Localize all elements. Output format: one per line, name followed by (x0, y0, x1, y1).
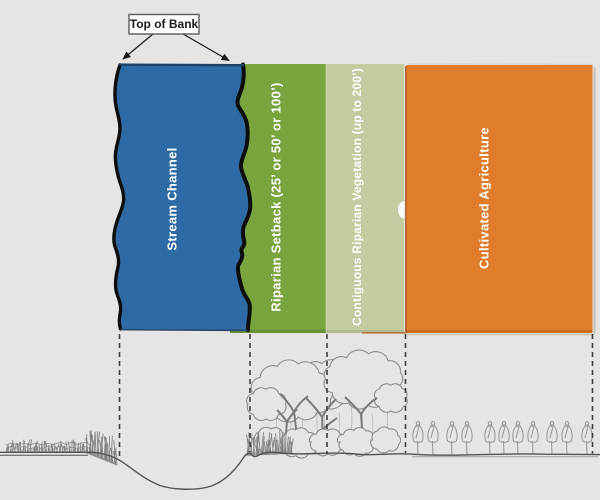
callout-box (128, 13, 200, 35)
band-label-cultivated-agriculture: Cultivated Agriculture (476, 127, 491, 269)
callout-arrow-right (182, 33, 230, 62)
stream-right-bank-edge (235, 62, 253, 332)
band-label-contiguous-vegetation: Contiguous Riparian Vegetation (up to 20… (350, 68, 364, 326)
white-notch (397, 200, 406, 220)
ground-profile (0, 451, 600, 490)
bank-grass-left (85, 430, 118, 466)
callout-arrow-left (122, 33, 154, 60)
band-cultivated-agriculture-shadow (406, 330, 593, 333)
stream-bottom-edge (120, 328, 248, 332)
bush (370, 426, 402, 454)
band-label-riparian-setback: Riparian Setback (25’ or 50’ or 100’) (268, 82, 283, 311)
bank-grass-right (246, 430, 294, 457)
plan-view-bands (112, 62, 596, 336)
stream-left-bank-edge (112, 63, 126, 331)
tree-canopy-small-left (246, 387, 287, 422)
band-cultivated-agriculture (406, 65, 593, 333)
band-riparian-setback-shadow (230, 329, 326, 333)
top-of-bank-callout: Top of Bank (122, 13, 230, 62)
tree-canopy-small-right (374, 383, 408, 413)
boundary-dashed-lines (118, 334, 594, 457)
band-stream-channel (113, 65, 251, 330)
row-crops-sketch (412, 421, 593, 455)
cross-section-sketch (5, 349, 593, 466)
band-contiguous-vegetation (326, 64, 404, 333)
agriculture-top-edge (406, 63, 594, 65)
callout-label: Top of Bank (130, 17, 199, 31)
band-label-stream-channel: Stream Channel (164, 147, 179, 250)
stream-top-edge (118, 63, 245, 67)
grass-squiggle (5, 442, 91, 450)
band-labels: Stream Channel Riparian Setback (25’ or … (164, 68, 491, 326)
band-contiguous-vegetation-shadow (326, 330, 404, 333)
